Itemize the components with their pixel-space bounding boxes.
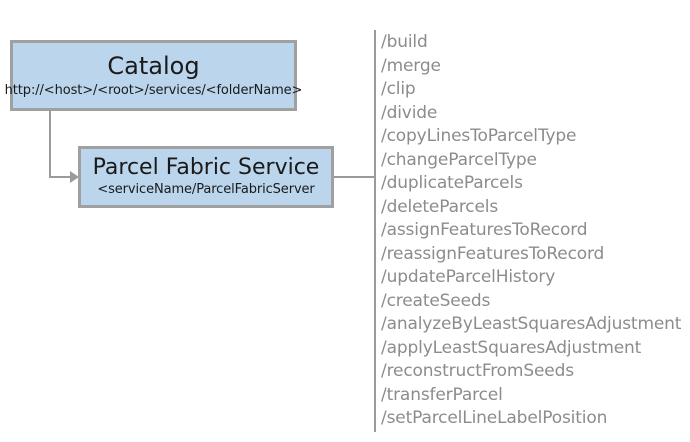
operation-item: /reconstructFromSeeds [381, 361, 574, 381]
operation-item: /updateParcelHistory [381, 267, 556, 287]
operation-item: /duplicateParcels [381, 173, 523, 193]
connector-vertical-catalog-to-service [49, 110, 51, 178]
operation-item: /changeParcelType [381, 149, 537, 170]
operation-item: /setParcelLineLabelPosition [381, 408, 608, 428]
catalog-node-title: Catalog [107, 51, 200, 80]
catalog-node: Catalog http://<host>/<root>/services/<f… [5, 40, 302, 111]
arrowhead-icon [70, 171, 79, 183]
operation-item: /applyLeastSquaresAdjustment [381, 337, 642, 358]
parcel-fabric-service-node: Parcel Fabric Service <serviceName/Parce… [78, 146, 334, 208]
operation-item: /assignFeaturesToRecord [381, 220, 588, 240]
operation-item: /transferParcel [381, 384, 503, 405]
service-node-title: Parcel Fabric Service [92, 155, 320, 181]
operations-rail-divider [374, 30, 376, 432]
operation-item: /deleteParcels [381, 196, 499, 217]
operation-item: /copyLinesToParcelType [381, 126, 577, 146]
service-node-path: <serviceName/ParcelFabricServer [97, 182, 315, 198]
operation-item: /build [381, 32, 428, 52]
operation-item: /clip [381, 79, 416, 99]
operation-item: /analyzeByLeastSquaresAdjustment [381, 314, 682, 334]
operation-item: /divide [381, 102, 438, 123]
operation-item: /reassignFeaturesToRecord [381, 243, 605, 264]
operations-list: /build/merge/clip/divide/copyLinesToParc… [381, 31, 681, 431]
catalog-node-url: http://<host>/<root>/services/<folderNam… [4, 82, 303, 98]
operation-item: /merge [381, 55, 441, 76]
connector-horizontal-catalog-to-service [49, 176, 72, 178]
operation-item: /createSeeds [381, 290, 491, 311]
connector-service-to-operations [334, 176, 375, 178]
